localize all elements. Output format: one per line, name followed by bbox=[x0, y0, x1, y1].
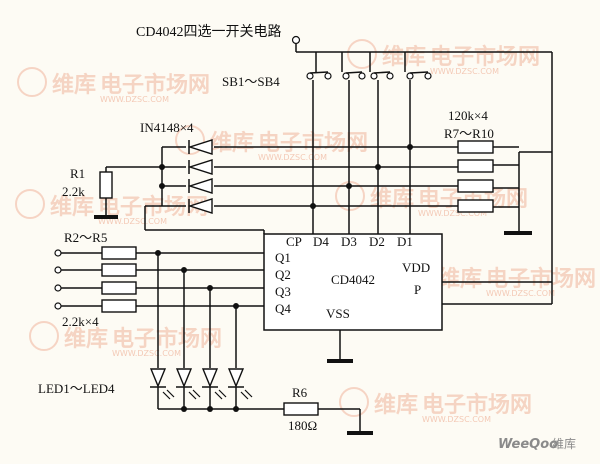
watermark-url: WWW.DZSC.COM bbox=[422, 415, 491, 424]
watermark-text: 电子市场网 bbox=[112, 326, 222, 352]
data-lines bbox=[214, 144, 458, 209]
chip-name: CD4042 bbox=[331, 272, 375, 287]
pin-d1: D1 bbox=[397, 234, 413, 249]
diode-4 bbox=[187, 198, 213, 214]
r1-label: R1 bbox=[70, 166, 85, 181]
resistor-r7 bbox=[457, 140, 494, 154]
diode-1 bbox=[187, 139, 213, 155]
footer-logo: WeeQoo 维库 bbox=[498, 436, 576, 452]
pullup-ref-label: R7～R10 bbox=[444, 126, 494, 141]
resistor-r1 bbox=[99, 171, 113, 199]
pin-d4: D4 bbox=[313, 234, 329, 249]
diode-2 bbox=[187, 159, 213, 175]
watermark-brand: 维库 bbox=[382, 44, 426, 70]
watermark-brand: 维库 bbox=[52, 72, 96, 98]
cd4042-chip: CP D4 D3 D2 D1 Q1 Q2 Q3 Q4 VDD P CD4042 … bbox=[263, 233, 443, 331]
switch-sb3 bbox=[342, 71, 366, 80]
chip-power bbox=[327, 282, 553, 363]
watermark-url: WWW.DZSC.COM bbox=[418, 209, 487, 218]
pin-p: P bbox=[414, 282, 421, 297]
pin-d2: D2 bbox=[369, 234, 385, 249]
watermark-brand: 维库 bbox=[64, 326, 108, 352]
pin-cp: CP bbox=[286, 234, 302, 249]
watermark-url: WWW.DZSC.COM bbox=[112, 349, 181, 358]
resistor-r6-group bbox=[283, 402, 373, 435]
watermark-text: 电子市场网 bbox=[430, 44, 540, 70]
watermark-url: WWW.DZSC.COM bbox=[486, 289, 555, 298]
watermark-logo-icon bbox=[17, 67, 47, 97]
pin-vss: VSS bbox=[326, 306, 350, 321]
diode-3 bbox=[187, 178, 213, 194]
watermark-url: WWW.DZSC.COM bbox=[258, 153, 327, 162]
watermark-logo-icon bbox=[335, 181, 365, 211]
watermark-brand: 维库 bbox=[210, 130, 254, 156]
pin-q2: Q2 bbox=[275, 267, 291, 282]
r1-value-label: 2.2k bbox=[62, 184, 85, 199]
watermark-url: WWW.DZSC.COM bbox=[98, 217, 167, 226]
watermark-url: WWW.DZSC.COM bbox=[100, 95, 169, 104]
footer-site: WeeQoo bbox=[498, 437, 558, 452]
r6-label: R6 bbox=[292, 385, 308, 400]
led-4 bbox=[227, 368, 253, 400]
r6-value-label: 180Ω bbox=[288, 418, 317, 433]
supply-terminal bbox=[291, 35, 301, 45]
diode-label: IN4148×4 bbox=[140, 120, 194, 135]
watermark-logo-icon bbox=[175, 125, 205, 155]
watermark-brand: 维库 bbox=[370, 186, 414, 212]
pin-q1: Q1 bbox=[275, 250, 291, 265]
switch-sb1 bbox=[406, 71, 432, 80]
leds bbox=[149, 253, 284, 412]
pullup-resistors bbox=[457, 140, 519, 213]
watermark-logo-icon bbox=[29, 321, 59, 351]
resistor-r2 bbox=[101, 246, 137, 260]
resistor-r1-group bbox=[94, 171, 118, 219]
watermark-brand: 维库 bbox=[374, 392, 418, 418]
watermark-text: 电子市场网 bbox=[422, 392, 532, 418]
diagram-title: CD4042四选一开关电路 bbox=[136, 24, 281, 40]
pin-vdd: VDD bbox=[402, 260, 430, 275]
resistor-r10 bbox=[457, 199, 494, 213]
led-3 bbox=[201, 368, 227, 400]
watermark-brand: 维库 bbox=[438, 266, 482, 292]
watermark-text: 电子市场网 bbox=[100, 72, 210, 98]
input-res-value-label: 2.2k×4 bbox=[62, 314, 99, 329]
supply-rail bbox=[291, 35, 553, 283]
resistor-r8 bbox=[457, 159, 494, 173]
pin-d3: D3 bbox=[341, 234, 357, 249]
led-2 bbox=[175, 368, 201, 400]
resistor-r3 bbox=[101, 263, 137, 277]
watermark-text: 电子市场网 bbox=[486, 266, 596, 292]
diodes bbox=[105, 139, 265, 234]
footer-site-cn: 维库 bbox=[552, 436, 576, 451]
pullup-value-label: 120k×4 bbox=[448, 108, 488, 123]
led-label: LED1～LED4 bbox=[38, 381, 115, 396]
led-1 bbox=[149, 368, 175, 400]
resistor-r4 bbox=[101, 281, 137, 295]
resistor-r5 bbox=[101, 299, 137, 313]
watermark-brand: 维库 bbox=[50, 194, 94, 220]
resistor-r9 bbox=[457, 179, 494, 193]
watermark-logo-icon bbox=[339, 387, 369, 417]
input-res-label: R2～R5 bbox=[64, 230, 107, 245]
pin-q4: Q4 bbox=[275, 301, 291, 316]
watermark-logo-icon bbox=[347, 39, 377, 69]
switch-sb4 bbox=[306, 71, 332, 80]
input-resistors bbox=[54, 246, 264, 313]
resistor-r6 bbox=[283, 402, 319, 416]
watermark-url: WWW.DZSC.COM bbox=[430, 67, 499, 76]
watermark-logo-icon bbox=[15, 189, 45, 219]
switch-label: SB1～SB4 bbox=[222, 74, 280, 89]
pin-q3: Q3 bbox=[275, 284, 291, 299]
switch-sb2 bbox=[370, 71, 394, 80]
